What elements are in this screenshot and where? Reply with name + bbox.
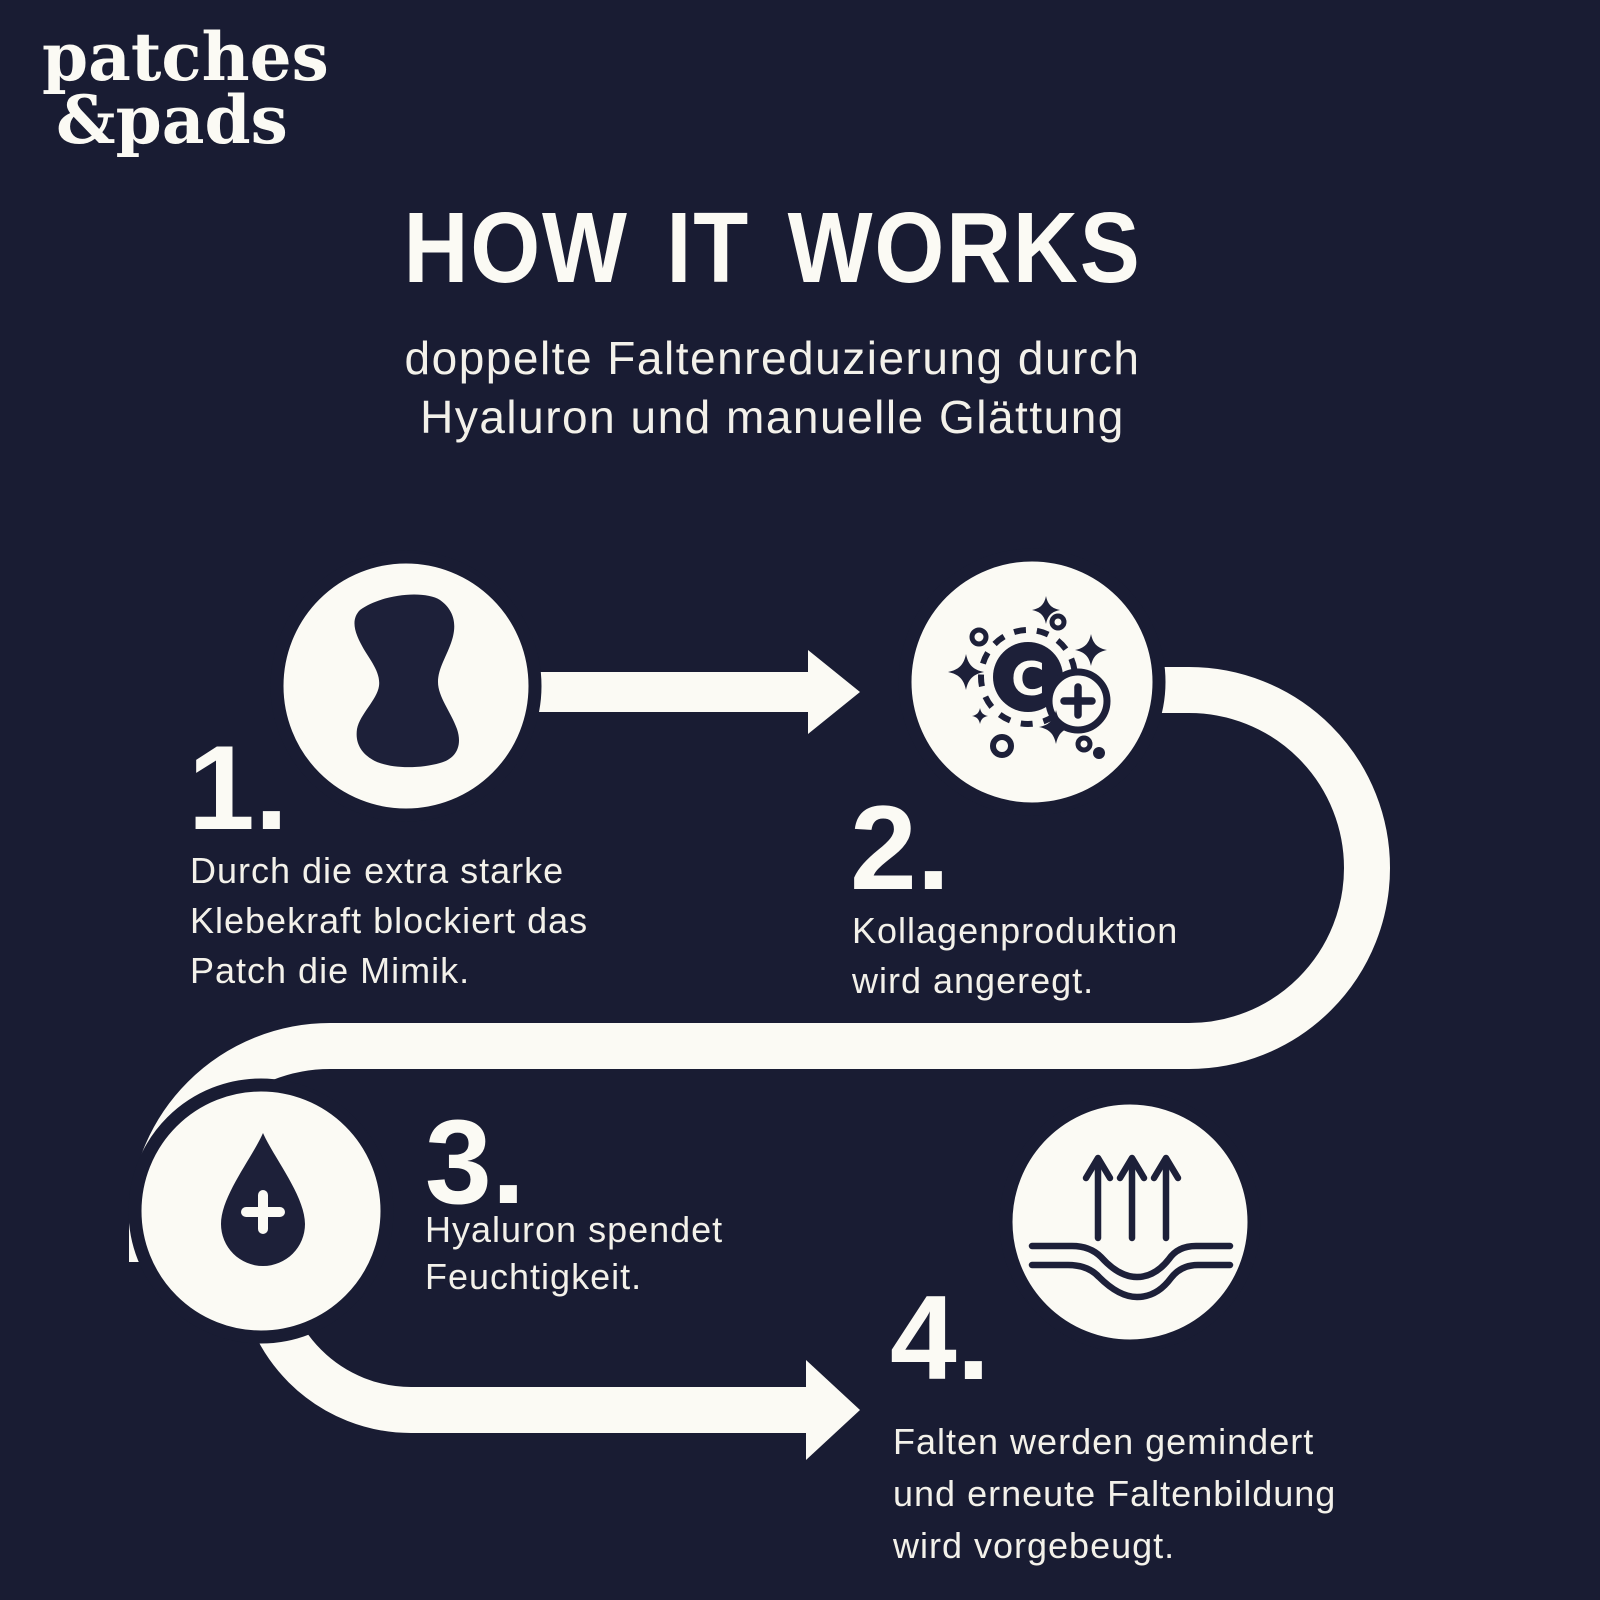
connector-arrow-1-to-2 [536,650,860,734]
step4-line1: Falten werden gemindert [893,1421,1315,1462]
header: HOW IT WORKS doppelte Faltenreduzierung … [0,196,1545,447]
step1-line3: Patch die Mimik. [190,950,471,991]
page-title: HOW IT WORKS [403,192,1142,304]
step3-description: Hyaluron spendet Feuchtigkeit. [425,1206,723,1300]
collagen-sparkle-icon: C [948,596,1111,759]
brand-logo-line1: patches [42,18,329,96]
skin-smoothing-icon [1028,1154,1234,1301]
droplet-plus-icon [221,1133,305,1266]
page-subtitle: doppelte Faltenreduzierung durch Hyaluro… [0,329,1545,447]
subtitle-line1: doppelte Faltenreduzierung durch [404,332,1141,384]
step3-line1: Hyaluron spendet [425,1209,724,1250]
patch-icon [354,594,460,768]
step1-number: 1. [188,721,289,855]
step2-line1: Kollagenproduktion [852,910,1179,951]
step2-line2: wird angeregt. [852,960,1095,1001]
step1-description: Durch die extra starke Klebekraft blocki… [190,846,588,996]
step3-number: 3. [425,1095,526,1229]
plus-icon [241,1190,285,1234]
step4-number: 4. [890,1271,991,1405]
plus-icon [1060,683,1096,719]
arrowhead-right-icon [806,1360,860,1460]
step4-description: Falten werden gemindert und erneute Falt… [893,1416,1336,1572]
brand-logo: patches &pads [42,18,329,159]
arrowhead-right-icon [808,650,860,734]
collagen-letter: C [1011,652,1045,706]
step4-line2: und erneute Faltenbildung [893,1473,1337,1514]
brand-logo-line2: &pads [56,81,288,159]
step4-line3: wird vorgebeugt. [893,1525,1176,1566]
step2-description: Kollagenproduktion wird angeregt. [852,906,1178,1006]
step3-line2: Feuchtigkeit. [425,1256,643,1297]
subtitle-line2: Hyaluron und manuelle Glättung [420,391,1125,443]
step1-line2: Klebekraft blockiert das [190,900,589,941]
step1-line1: Durch die extra starke [190,850,565,891]
step2-number: 2. [850,781,951,915]
